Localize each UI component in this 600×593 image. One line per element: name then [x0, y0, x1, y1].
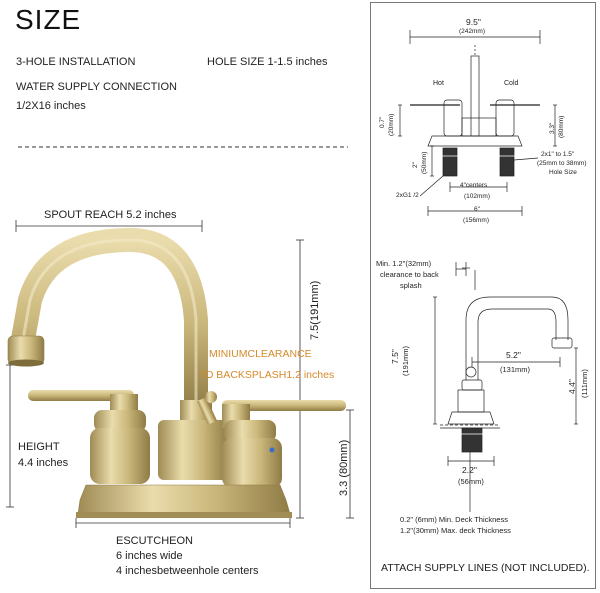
side-base-mm: (56mm)	[458, 477, 484, 486]
side-height-in: 7.5"	[390, 349, 400, 364]
left-handle-body	[90, 428, 150, 484]
center-body	[158, 420, 228, 480]
hole-size-line-3: Hole Size	[549, 169, 577, 176]
hole-size-line-1: 2x1" to 1.5"	[541, 151, 575, 158]
left-dim-in: 0.7"	[379, 116, 386, 128]
clearance-line-b: clearance to back	[380, 270, 439, 279]
deck-max-thickness: 1.2"(30mm) Max. deck Thickness	[400, 526, 511, 535]
faucet-photo-illustration	[6, 146, 354, 528]
clearance-line-2: TO BACKSPLASH1.2 inches	[199, 369, 335, 381]
escutcheon-title: ESCUTCHEON	[116, 535, 194, 547]
side-base-in: 2.2"	[462, 465, 477, 475]
cold-label: Cold	[504, 80, 519, 87]
side-height-mm: (191mm)	[401, 345, 410, 376]
hole-size-line-2: (25mm to 38mm)	[537, 160, 587, 167]
escutcheon-plate	[77, 484, 291, 515]
total-height-label: 7.5(191mm)	[309, 280, 321, 340]
supply-lines-note: ATTACH SUPPLY LINES (NOT INCLUDED).	[381, 562, 590, 574]
spout-height-in: 4.4"	[567, 379, 577, 394]
right-handle-body	[222, 438, 282, 488]
left-handle-cap	[94, 410, 146, 432]
centers-in: 4"centers	[460, 182, 488, 189]
reach-in: 5.2"	[506, 350, 521, 360]
front-width-mm: (242mm)	[459, 28, 486, 35]
spout-reach-label: SPOUT REACH 5.2 inches	[44, 209, 177, 221]
spout-arm	[10, 228, 208, 410]
hole-size-label: HOLE SIZE 1-1.5 inches	[207, 56, 328, 68]
handle-height-label: 3.3 (80mm)	[338, 439, 350, 496]
popup-lever	[196, 397, 218, 425]
left-dim-mm: (20mm)	[388, 113, 395, 136]
left-handle-lever	[28, 390, 134, 401]
height-label: HEIGHT	[18, 441, 60, 453]
shank-dim-in: 2"	[412, 162, 419, 168]
base-width-mm: (156mm)	[463, 217, 490, 224]
base-width-in: 6"	[474, 206, 480, 213]
shank-dim-mm: (50mm)	[421, 151, 428, 174]
reach-mm: (131mm)	[500, 365, 531, 374]
clearance-line-c: splash	[400, 281, 422, 290]
installation-label: 3-HOLE INSTALLATION	[16, 56, 136, 68]
clearance-line-a: Min. 1.2"(32mm)	[376, 259, 432, 268]
spout-height-mm: (111mm)	[580, 369, 589, 398]
centers-mm: (102mm)	[464, 193, 491, 200]
right-dim-mm: (80mm)	[558, 115, 565, 138]
escutcheon-width: 6 inches wide	[116, 550, 183, 562]
page-title: SIZE	[15, 4, 82, 35]
thread-label: 2xG1 /2	[396, 192, 419, 199]
escutcheon-centers: 4 inchesbetweenhole centers	[116, 565, 259, 577]
water-supply-label: WATER SUPPLY CONNECTION	[16, 81, 177, 93]
right-handle-lever	[222, 400, 346, 411]
technical-drawing-panel	[370, 2, 596, 589]
hot-label: Hot	[433, 80, 444, 87]
height-value: 4.4 inches	[18, 457, 69, 469]
right-handle-cap	[224, 420, 276, 442]
deck-min-thickness: 0.2" (6mm) Min. Deck Thickness	[400, 515, 508, 524]
right-dim-in: 3.3"	[549, 122, 556, 134]
clearance-line-1: MINIUMCLEARANCE	[209, 348, 312, 360]
water-size-label: 1/2X16 inches	[16, 100, 86, 112]
front-width-in: 9.5"	[466, 17, 481, 27]
